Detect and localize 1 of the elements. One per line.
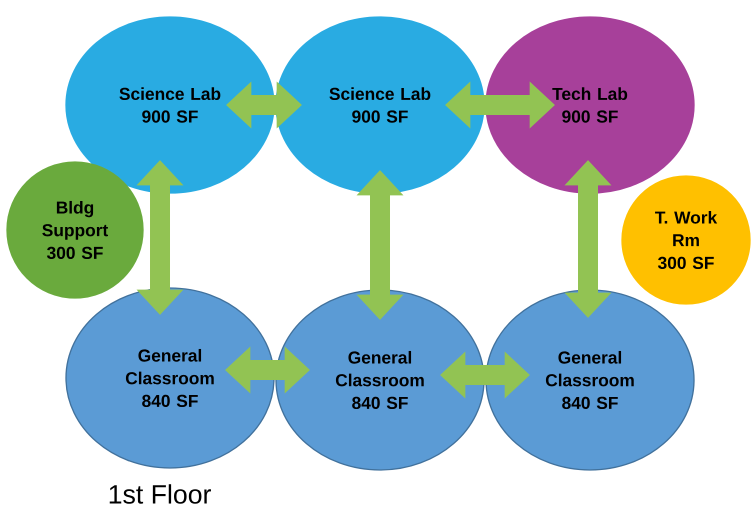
- floor-label: 1st Floor: [110, 484, 211, 504]
